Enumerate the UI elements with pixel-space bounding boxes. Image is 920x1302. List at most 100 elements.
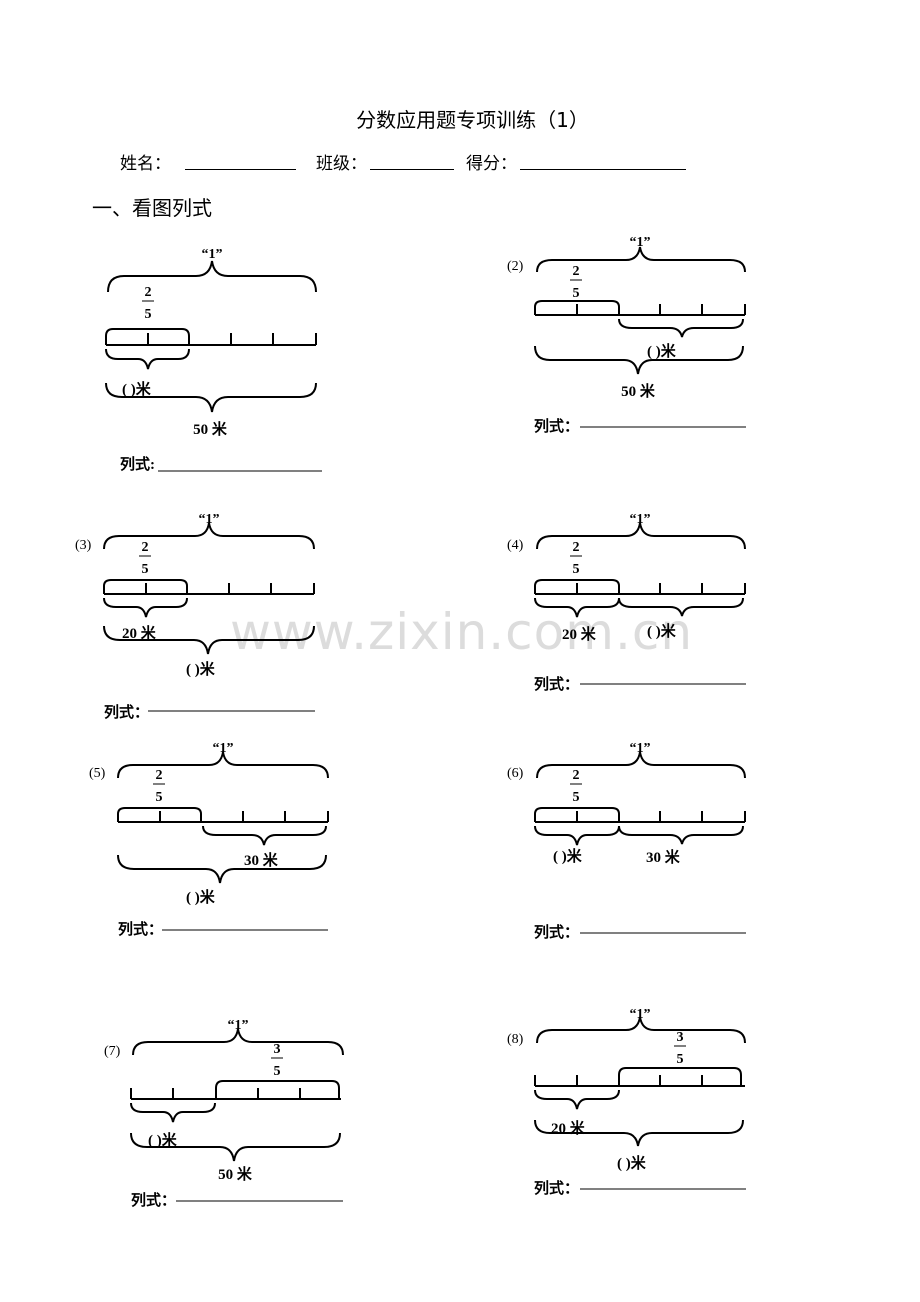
problem-3: (3) “1” 2 5 20 米 ( )米 列式： xyxy=(75,512,315,721)
tick-marks xyxy=(145,583,315,594)
fraction-numerator: 3 xyxy=(677,1030,684,1045)
brace-total xyxy=(117,854,327,884)
fraction-denominator: 5 xyxy=(145,307,152,322)
class-label: 班级： xyxy=(316,154,367,174)
label-b: ( )米 xyxy=(647,622,677,640)
tick-marks xyxy=(576,304,746,315)
whole-label: “1” xyxy=(199,512,220,527)
fraction-bracket xyxy=(103,579,188,594)
label-b: 50 米 xyxy=(621,382,656,400)
problem-number: (8) xyxy=(507,1032,524,1047)
formula-label: 列式： xyxy=(534,675,579,693)
tick-marks xyxy=(534,1075,703,1086)
fraction-denominator: 5 xyxy=(142,562,149,577)
problem-6: (6) “1” 2 5 ( )米 30 米 列式： xyxy=(507,741,746,941)
formula-label: 列式： xyxy=(131,1191,176,1209)
label-b: ( )米 xyxy=(617,1154,647,1172)
brace-total xyxy=(534,1119,744,1147)
whole-label: “1” xyxy=(202,247,223,262)
brace-part-right xyxy=(618,597,744,617)
brace-total xyxy=(105,382,317,413)
fraction-numerator: 2 xyxy=(573,540,580,555)
fraction-bracket xyxy=(215,1080,340,1099)
problem-8: (8) “1” 3 5 20 米 ( )米 列式： xyxy=(507,1007,746,1197)
brace-whole xyxy=(132,1028,344,1056)
whole-label: “1” xyxy=(228,1018,249,1033)
brace-part-left xyxy=(534,825,620,846)
label-a: ( )米 xyxy=(647,342,677,360)
label-b: 50 米 xyxy=(193,420,228,438)
formula-label: 列式: xyxy=(120,455,155,473)
label-a: ( )米 xyxy=(148,1131,178,1149)
tick-marks xyxy=(130,1088,301,1099)
brace-whole xyxy=(536,751,746,779)
score-blank[interactable] xyxy=(520,169,686,170)
label-a: 20 米 xyxy=(562,625,597,643)
section-title: 一、看图列式 xyxy=(92,196,212,220)
brace-part xyxy=(105,348,190,370)
fraction-numerator: 2 xyxy=(573,264,580,279)
brace-part xyxy=(103,597,188,618)
whole-label: “1” xyxy=(213,741,234,756)
problem-2: (2) “1” 2 5 ( )米 50 米 列式： xyxy=(507,235,746,435)
label-a: 20 米 xyxy=(122,624,157,642)
brace-whole xyxy=(107,260,317,293)
problem-7: (7) “1” 3 5 ( )米 50 米 列式： xyxy=(104,1018,344,1209)
fraction-denominator: 5 xyxy=(274,1064,281,1079)
fraction-bracket xyxy=(117,807,202,822)
class-blank[interactable] xyxy=(370,169,454,170)
name-blank[interactable] xyxy=(185,169,296,170)
brace-whole xyxy=(536,522,746,550)
label-b: ( )米 xyxy=(186,660,216,678)
fraction-numerator: 2 xyxy=(573,768,580,783)
formula-label: 列式： xyxy=(534,1179,579,1197)
label-a: ( )米 xyxy=(553,847,583,865)
problem-number: (6) xyxy=(507,766,524,781)
brace-total xyxy=(103,625,315,655)
fraction-bracket xyxy=(618,1067,742,1086)
whole-label: “1” xyxy=(630,235,651,250)
problem-1: “1” 2 5 ( )米 50 米 列式: xyxy=(105,247,322,473)
formula-label: 列式： xyxy=(104,703,149,721)
tick-marks xyxy=(147,333,317,345)
formula-label: 列式： xyxy=(118,920,163,938)
fraction-denominator: 5 xyxy=(573,562,580,577)
brace-part xyxy=(130,1102,216,1123)
fraction-bracket xyxy=(534,807,620,822)
problem-number: (3) xyxy=(75,538,92,553)
fraction-denominator: 5 xyxy=(573,790,580,805)
brace-total xyxy=(130,1132,341,1162)
whole-label: “1” xyxy=(630,512,651,527)
fraction-denominator: 5 xyxy=(156,790,163,805)
whole-label: “1” xyxy=(630,741,651,756)
whole-label: “1” xyxy=(630,1007,651,1022)
brace-whole xyxy=(536,246,746,273)
fraction-numerator: 2 xyxy=(156,768,163,783)
brace-whole xyxy=(117,751,329,779)
problem-4: (4) “1” 2 5 20 米 ( )米 列式： xyxy=(507,512,746,693)
label-a: 20 米 xyxy=(551,1119,586,1137)
formula-label: 列式： xyxy=(534,923,579,941)
brace-part xyxy=(618,318,744,338)
fraction-numerator: 2 xyxy=(145,285,152,300)
fraction-bracket xyxy=(534,579,620,594)
label-b: 50 米 xyxy=(218,1165,253,1183)
problem-number: (2) xyxy=(507,259,524,274)
label-a: ( )米 xyxy=(122,380,152,398)
fraction-bracket xyxy=(105,328,190,345)
brace-whole xyxy=(536,1016,746,1044)
brace-part xyxy=(202,825,327,846)
problem-number: (5) xyxy=(89,766,106,781)
tick-marks xyxy=(159,811,329,822)
tick-marks xyxy=(576,583,746,594)
label-a: 30 米 xyxy=(244,851,279,869)
fraction-denominator: 5 xyxy=(677,1052,684,1067)
brace-part-left xyxy=(534,597,620,618)
fraction-numerator: 2 xyxy=(142,540,149,555)
label-b: ( )米 xyxy=(186,888,216,906)
problem-number: (4) xyxy=(507,538,524,553)
fraction-denominator: 5 xyxy=(573,286,580,301)
problem-5: (5) “1” 2 5 30 米 ( )米 列式： xyxy=(89,741,329,938)
problem-number: (7) xyxy=(104,1044,121,1059)
brace-whole xyxy=(103,522,315,550)
